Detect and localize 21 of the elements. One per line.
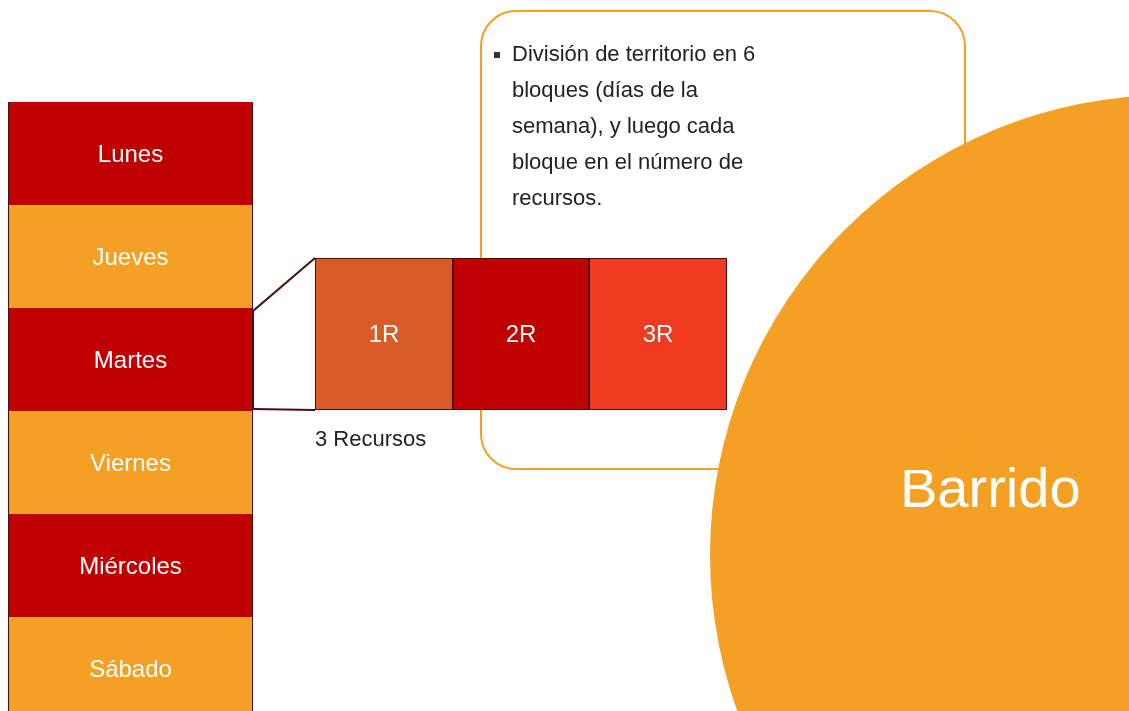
resource-label: 3R [642, 320, 674, 348]
caption-text: 3 Recursos [315, 426, 427, 452]
resource-block [453, 258, 589, 410]
day-label: Viernes [90, 448, 171, 477]
day-label: Miércoles [79, 551, 182, 580]
day-block [8, 514, 253, 617]
day-label: Lunes [97, 139, 164, 168]
bullet-text: División de territorio en 6 bloques (días de la semana), y luego cada bloque en el número de recursos. [512, 40, 757, 212]
day-block [8, 411, 253, 514]
resource-label: 2R [505, 320, 537, 348]
day-label: Martes [93, 345, 168, 374]
resource-block [315, 258, 453, 410]
title-text: Barrido [900, 455, 1081, 520]
day-block [8, 205, 253, 308]
resource-label: 1R [368, 320, 400, 348]
day-block [8, 617, 253, 711]
day-block [8, 308, 253, 411]
day-label: Jueves [92, 242, 169, 271]
day-block [8, 102, 253, 205]
day-label: Sábado [89, 654, 172, 683]
zoom-line [252, 257, 316, 411]
